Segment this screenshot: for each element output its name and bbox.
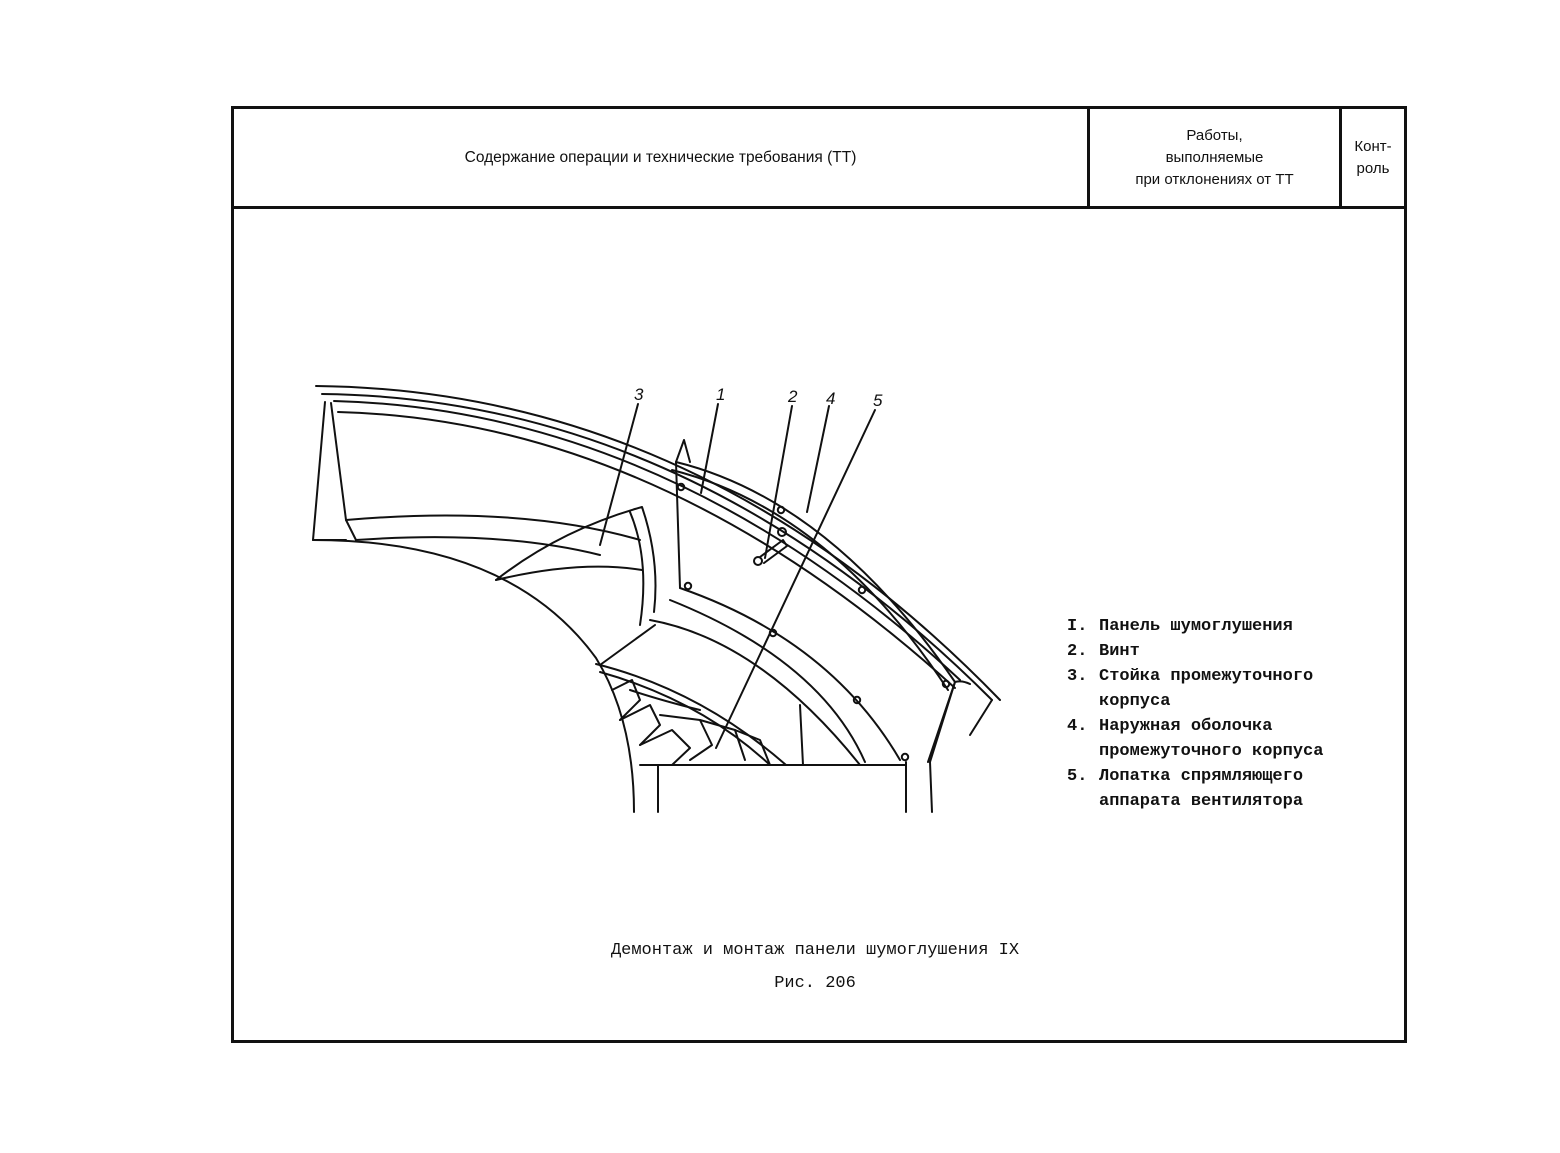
parts-legend: I. Панель шумоглушения 2. Винт 3. Стойка пр… [1067, 614, 1323, 814]
outer-casing-arc [333, 400, 961, 681]
legend-text: Наружная оболочка промежуточного корпуса [1099, 717, 1324, 761]
strut [495, 506, 657, 613]
figure-number: Рис. 206 [774, 974, 856, 993]
leader-line [806, 405, 830, 513]
outer-casing-arc [315, 385, 1001, 701]
leader-line [764, 405, 793, 559]
leader-line [599, 403, 639, 546]
legend-number: 5. [1067, 767, 1088, 786]
outer-casing-arc [337, 411, 956, 689]
legend-number: 4. [1067, 717, 1088, 736]
legend-number: I. [1067, 617, 1088, 636]
silencer-panel [675, 439, 691, 463]
header-operation-column: Содержание операции и технические требов… [234, 109, 1090, 206]
header-control-column: Конт- роль [1354, 137, 1392, 177]
legend-item: 4. Наружная оболочка промежуточного корпу… [1067, 714, 1323, 764]
hub-outline [312, 539, 635, 813]
legend-item: 2. Винт [1067, 639, 1323, 664]
legend-text: Винт [1099, 642, 1140, 661]
header-row: Содержание операции и технические требов… [234, 109, 1404, 209]
header-deviation-column: Работы, выполняемые при отклонениях от Т… [1090, 109, 1342, 206]
legend-item: 3. Стойка промежуточного корпуса [1067, 664, 1323, 714]
outer-casing-arc [321, 393, 993, 701]
callout-3: 3 [634, 385, 644, 404]
document-sheet: Содержание операции и технические требов… [231, 106, 1407, 1043]
leader-line [700, 403, 719, 494]
legend-text: Лопатка спрямляющего аппарата вентилятор… [1099, 767, 1304, 811]
legend-item: 5. Лопатка спрямляющего аппарата вентилят… [1067, 764, 1323, 814]
legend-text: Панель шумоглушения [1099, 617, 1293, 636]
callout-4: 4 [826, 389, 835, 408]
leader-line [715, 409, 876, 749]
callout-5: 5 [873, 391, 883, 410]
figure-caption-title: Демонтаж и монтаж панели шумоглушения IX [610, 941, 1020, 960]
legend-number: 3. [1067, 667, 1088, 686]
callout-2: 2 [787, 387, 798, 406]
callout-1: 1 [716, 385, 725, 404]
legend-item: I. Панель шумоглушения [1067, 614, 1323, 639]
legend-number: 2. [1067, 642, 1088, 661]
legend-text: Стойка промежуточного корпуса [1099, 667, 1314, 711]
